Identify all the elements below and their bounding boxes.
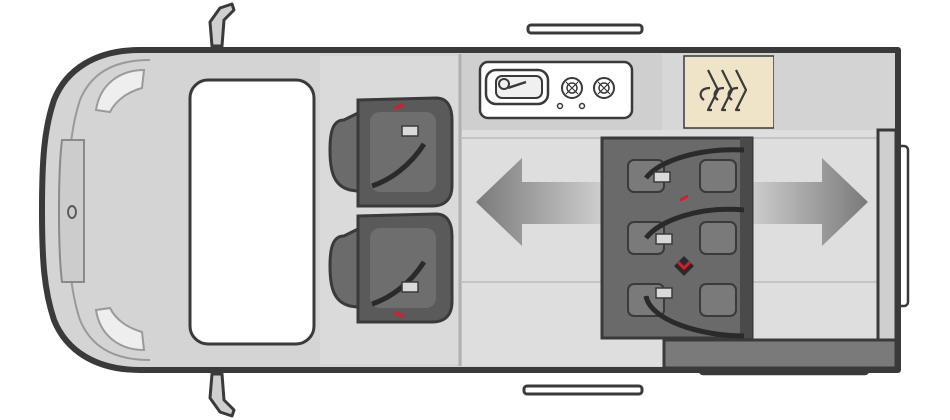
passenger-seat: [328, 212, 454, 324]
hob-burner-icon: [556, 77, 615, 110]
rear-storage: [774, 54, 880, 130]
hanger-icon: [699, 69, 748, 112]
upper-step-rail: [526, 23, 644, 35]
rear-door: [876, 128, 898, 344]
bench-seat-2: [627, 194, 745, 255]
slide-right-arrow: [748, 158, 868, 246]
driver-seat: [328, 96, 454, 208]
right-mirror-bottom: [208, 372, 236, 418]
storage-panel: [662, 54, 684, 130]
rear-bench: [600, 136, 754, 340]
left-mirror-top: [208, 2, 236, 48]
sink-icon: [484, 68, 550, 106]
windscreen: [188, 78, 316, 346]
bench-seat-3: [627, 256, 745, 339]
badge-icon: [67, 205, 77, 219]
lower-step-rail: [522, 384, 644, 396]
headlight-bottom: [94, 306, 146, 352]
front-grille: [58, 139, 85, 283]
bench-seat-1: [627, 147, 745, 193]
slide-left-arrow: [476, 158, 604, 246]
lower-cabinet: [662, 338, 898, 370]
headlight-top: [94, 68, 146, 114]
